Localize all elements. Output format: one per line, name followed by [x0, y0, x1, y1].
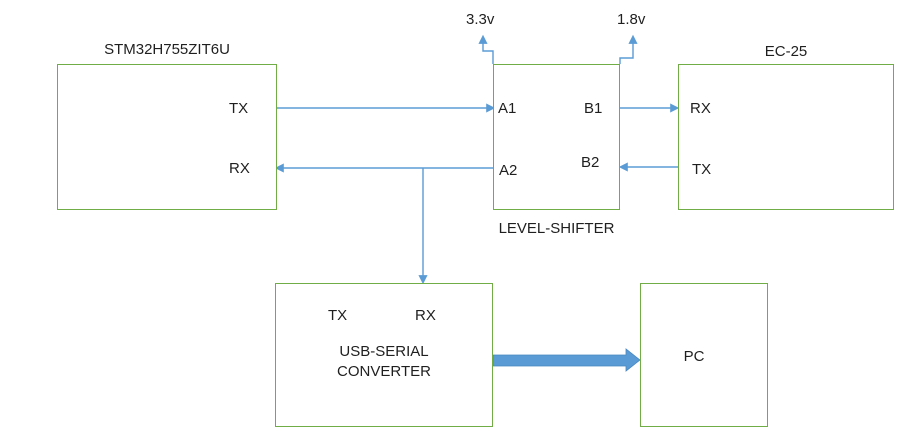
stm32-title: STM32H755ZIT6U: [104, 41, 230, 58]
rail-1v8-label: 1.8v: [617, 11, 646, 28]
usb-serial-pin-tx: TX: [328, 307, 348, 324]
usb-serial-name-line2: CONVERTER: [337, 363, 431, 380]
wire-rail-3v3: [478, 34, 494, 64]
ec25-title: EC-25: [764, 43, 808, 60]
stm32-pin-rx: RX: [229, 160, 250, 177]
usb-serial-name-line1: USB-SERIAL: [339, 343, 429, 360]
wire-rail-1v8: [619, 34, 638, 64]
rail-3v3-label: 3.3v: [466, 11, 495, 28]
level-shifter-pin-b2: B2: [581, 154, 600, 171]
level-shifter-caption: LEVEL-SHIFTER: [498, 220, 615, 237]
stm32-block: [57, 64, 277, 210]
stm32-pin-tx: TX: [229, 100, 249, 117]
usb-serial-pin-rx: RX: [415, 307, 436, 324]
pc-title: PC: [683, 348, 705, 365]
ec25-pin-rx: RX: [690, 100, 711, 117]
ec25-block: [678, 64, 894, 210]
ec25-pin-tx: TX: [692, 161, 712, 178]
usb-serial-block: [275, 283, 493, 427]
pc-block: [640, 283, 768, 427]
level-shifter-pin-a2: A2: [499, 162, 518, 179]
level-shifter-block: [493, 64, 620, 210]
level-shifter-pin-b1: B1: [584, 100, 603, 117]
level-shifter-pin-a1: A1: [498, 100, 517, 117]
usb-to-pc-block-arrow: [492, 348, 641, 372]
